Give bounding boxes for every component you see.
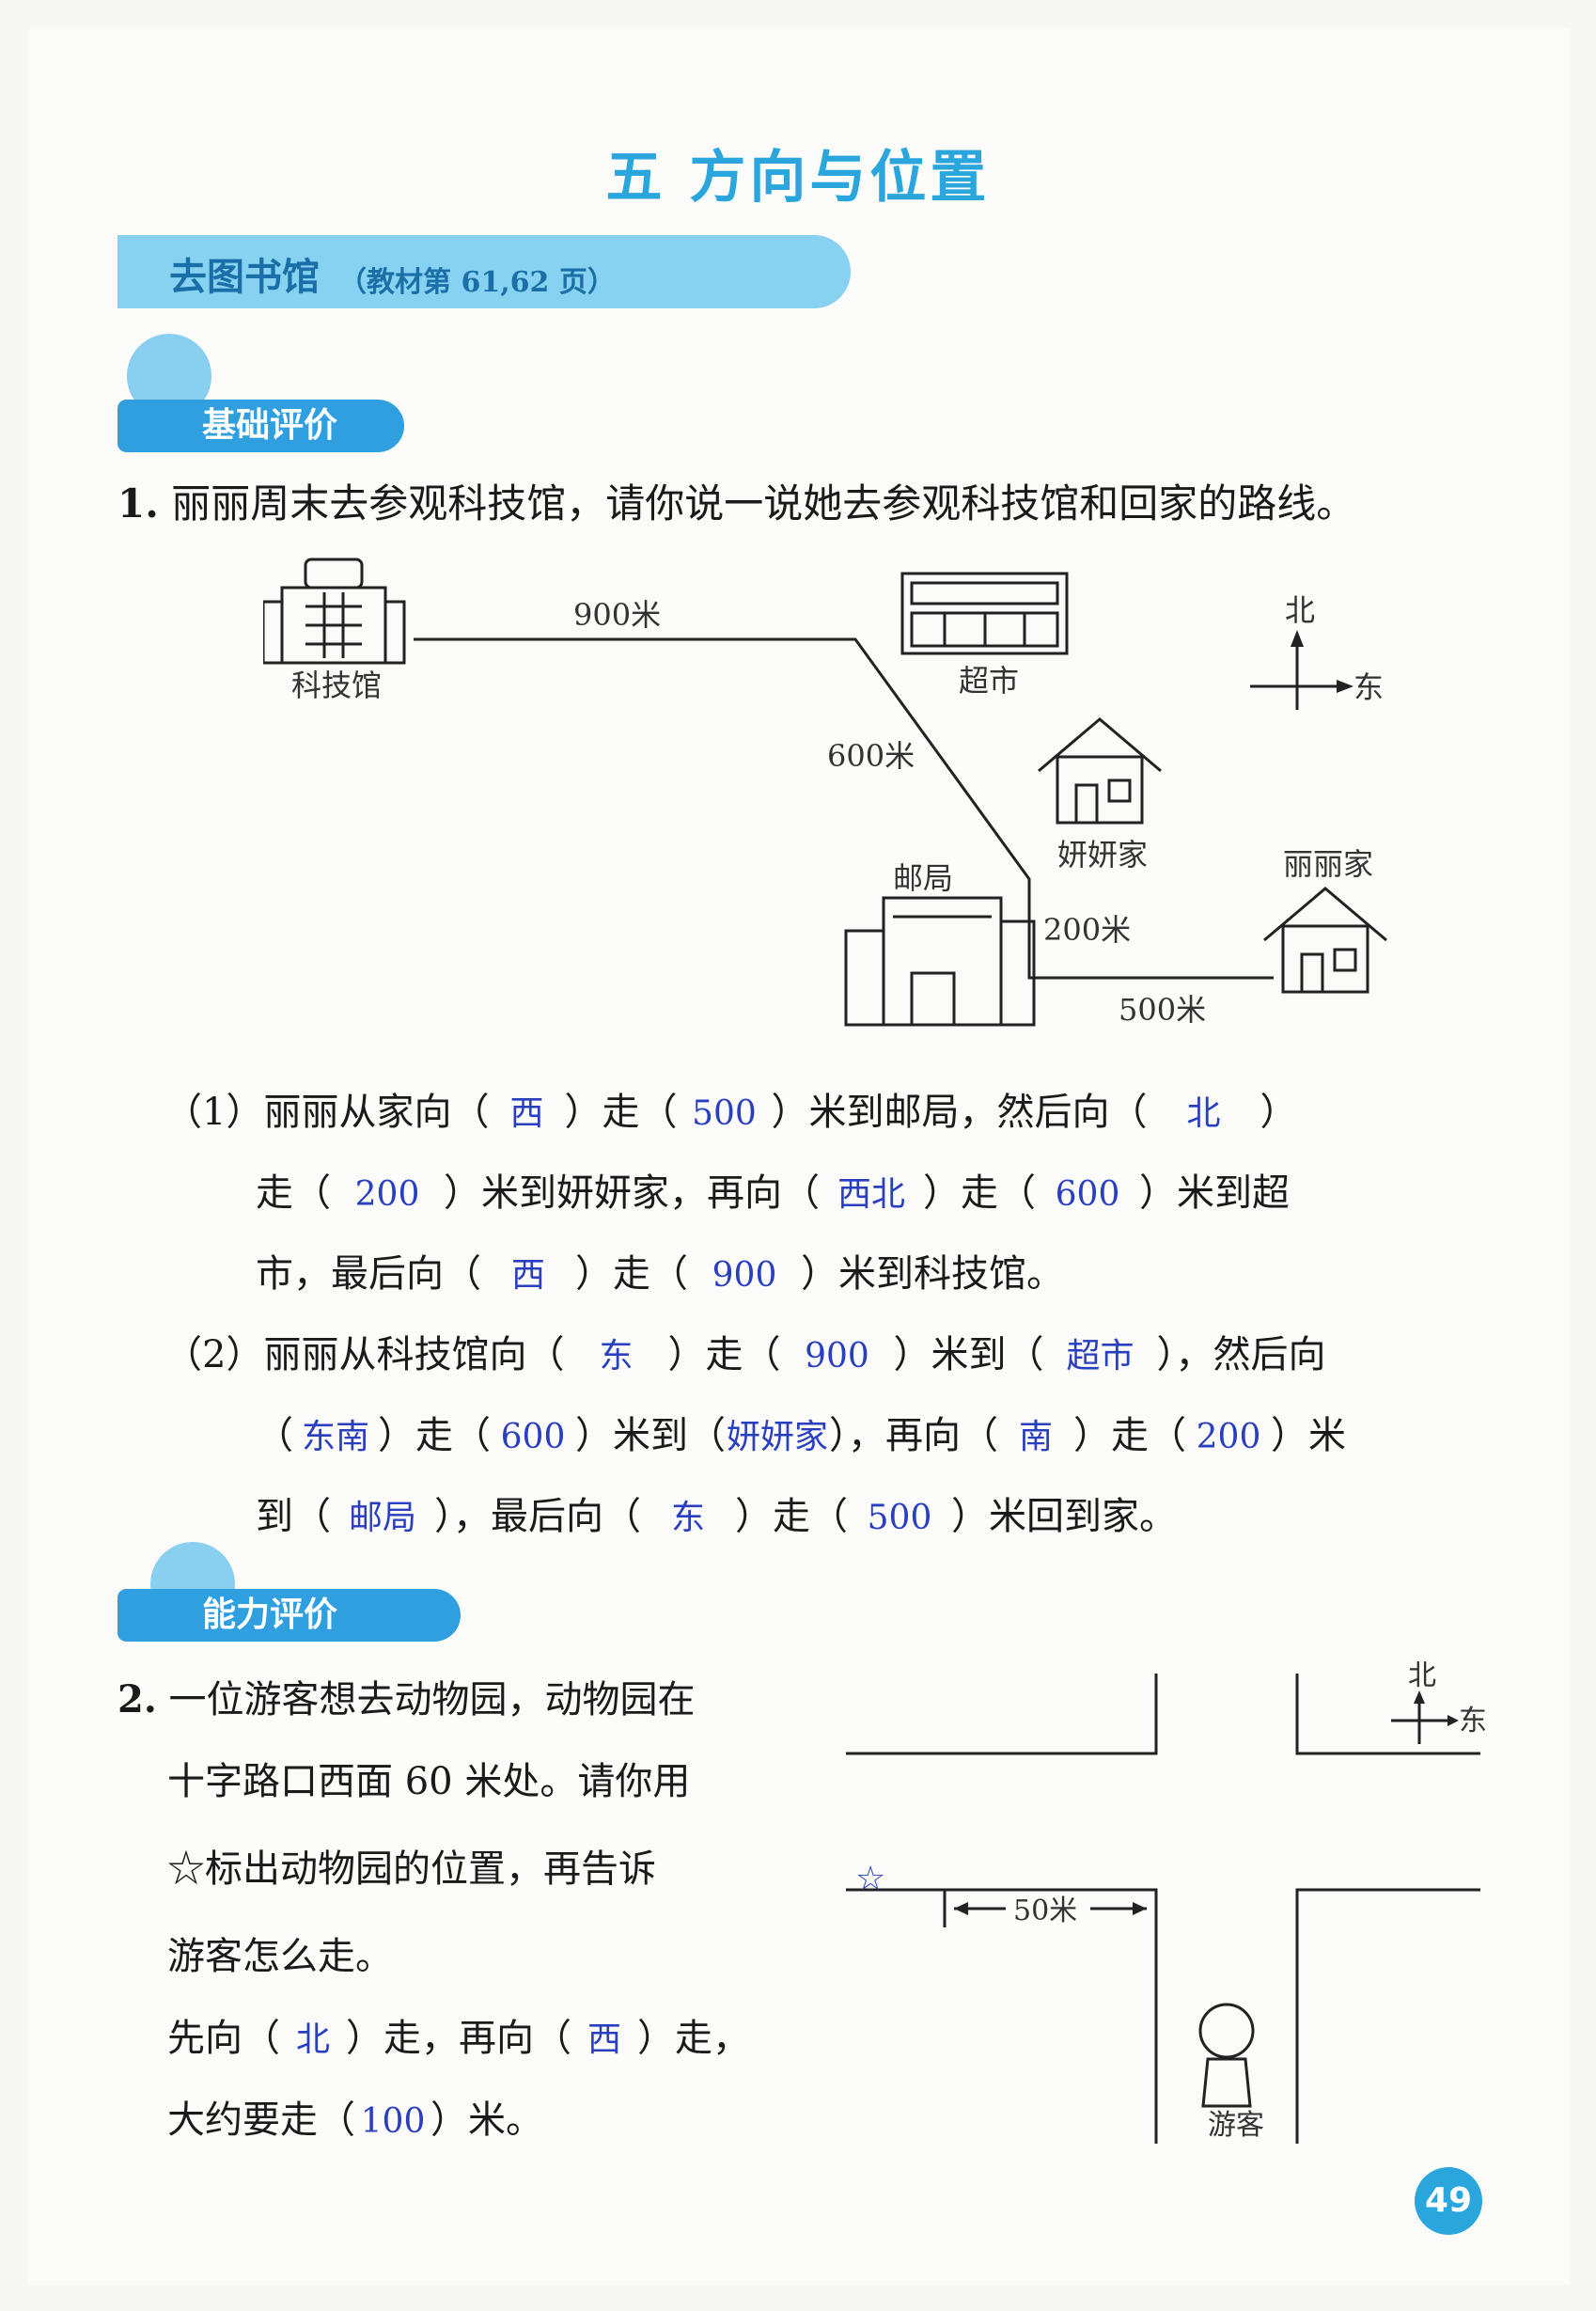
q2-line2: 十字路口西面 60 米处。请你用: [167, 1760, 691, 1803]
q2-line4: 游客怎么走。: [167, 1935, 393, 1978]
answer: 西: [510, 1256, 545, 1295]
label-museum: 科技馆: [291, 668, 382, 703]
yanyan-home-icon: [1038, 717, 1162, 825]
answer: 900: [712, 1256, 777, 1295]
answer: 200: [354, 1175, 420, 1214]
label-market: 超市: [959, 663, 1019, 699]
q2-answer-line1: 先向（北）走，再向（西）走，: [167, 2007, 750, 2062]
answer: 北: [1186, 1094, 1221, 1133]
answer: 西: [509, 1094, 544, 1133]
answer: 100: [360, 2102, 426, 2141]
answer: 妍妍家: [726, 1418, 828, 1456]
section-ability: 能力评价: [117, 1589, 461, 1642]
q2-line1: 2. 一位游客想去动物园，动物园在: [117, 1677, 696, 1721]
label-yanyan-home: 妍妍家: [1057, 837, 1148, 873]
label-dist-200: 200米: [1043, 912, 1131, 948]
answer: 北: [295, 2020, 330, 2059]
q1-text: 丽丽周末去参观科技馆，请你说一说她去参观科技馆和回家的路线。: [171, 480, 1356, 527]
answer: 南: [1018, 1418, 1053, 1456]
q2-answer-line2: 大约要走（100）米。: [167, 2099, 543, 2142]
compass-east: 东: [1459, 1705, 1487, 1737]
q1-part2-line1: （2）丽丽从科技馆向（东）走（900）米到（超市），然后向: [164, 1324, 1325, 1378]
answer: 东: [599, 1337, 634, 1376]
scale-label: 50米: [1013, 1894, 1077, 1927]
answer: 600: [1055, 1175, 1120, 1214]
q1-part1-line3: 市，最后向（西）走（900）米到科技馆。: [256, 1243, 1064, 1297]
label-lili-home: 丽丽家: [1283, 846, 1373, 882]
page-number: 49: [1415, 2167, 1482, 2235]
q2-number: 2.: [117, 1677, 157, 1721]
tourist-body-icon: [1201, 2057, 1252, 2108]
q2-crossroad-map: 北 东 50米 游客 ☆: [846, 1659, 1487, 2144]
museum-icon: [263, 558, 406, 665]
road-ne: [1295, 1674, 1480, 1755]
section-basic: 基础评价: [117, 400, 404, 452]
q1-part1-line1: （1）丽丽从家向（西）走（500）米到邮局，然后向（北）: [164, 1081, 1297, 1136]
compass-icon: [1391, 1697, 1452, 1744]
q1-prompt: 1. 丽丽周末去参观科技馆，请你说一说她去参观科技馆和回家的路线。: [117, 478, 1509, 530]
label-post-office: 邮局: [893, 860, 953, 896]
label-dist-600: 600米: [827, 738, 915, 774]
q1-part1-line2: 走（200）米到妍妍家，再向（西北）走（600）米到超: [256, 1162, 1290, 1217]
label-dist-500: 500米: [1119, 992, 1206, 1028]
road-nw: [846, 1674, 1158, 1755]
answer: 900: [805, 1337, 869, 1376]
road-se: [1295, 1888, 1480, 2144]
answer: 东: [670, 1499, 705, 1537]
q1-part2-line2: （东南）走（600）米到（妍妍家），再向（南）走（200）米: [256, 1405, 1346, 1459]
answer: 600: [500, 1418, 566, 1456]
q1-part2-line3: 到（邮局），最后向（东）走（500）米回到家。: [256, 1486, 1177, 1540]
zoo-star-icon: ☆: [855, 1860, 885, 1898]
answer: 超市: [1066, 1337, 1134, 1376]
compass-icon: [1250, 639, 1344, 710]
answer: 东南: [301, 1418, 369, 1456]
lili-home-icon: [1263, 887, 1387, 994]
post-office-icon: [844, 896, 1036, 1027]
road-sw: [846, 1888, 1158, 2144]
lesson-ref: （教材第 61,62 页）: [338, 266, 616, 299]
tourist-icon: [1198, 2003, 1255, 2059]
lesson-banner: [117, 235, 851, 308]
route-line: [414, 637, 1274, 980]
label-dist-900: 900米: [573, 597, 661, 633]
answer: 邮局: [348, 1499, 416, 1537]
lesson-title: 去图书馆: [169, 256, 320, 299]
compass-north: 北: [1408, 1659, 1436, 1692]
compass-north: 北: [1285, 592, 1315, 628]
page-title: 五 方向与位置: [605, 145, 991, 211]
q2-line3: ☆标出动物园的位置，再告诉: [167, 1847, 656, 1891]
label-tourist: 游客: [1208, 2109, 1264, 2142]
answer: 西: [587, 2020, 621, 2059]
answer: 200: [1196, 1418, 1261, 1456]
answer: 西北: [837, 1175, 905, 1214]
q1-number: 1.: [117, 480, 159, 527]
q1-route-map: 科技馆 超市 妍妍家 邮局 丽丽家 900米 600米 200米 500米 北 …: [263, 558, 1387, 1028]
answer: 500: [692, 1094, 757, 1133]
answer: 500: [867, 1499, 932, 1537]
market-icon: [900, 572, 1069, 655]
compass-east: 东: [1353, 669, 1384, 705]
